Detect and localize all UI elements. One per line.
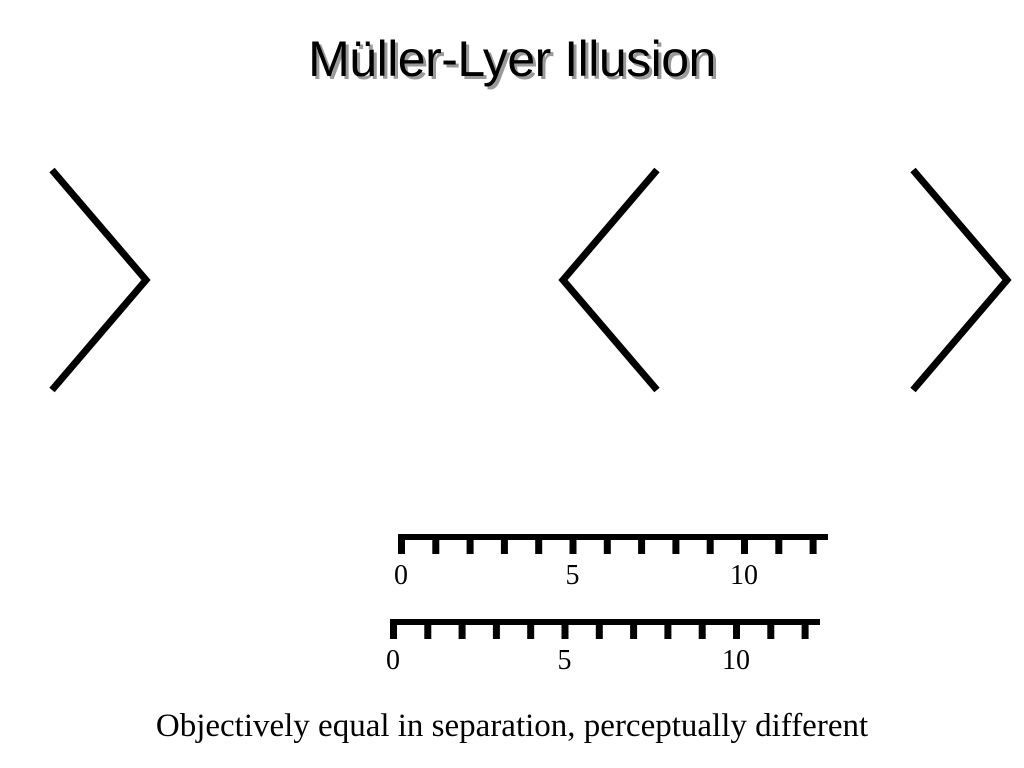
ruler-tick [595, 622, 603, 639]
ruler-tick [569, 537, 577, 554]
ruler-tick [809, 537, 817, 554]
ruler-tick [500, 537, 508, 554]
ruler-tick [801, 622, 809, 639]
chevron-middle [558, 167, 660, 393]
ruler-tick [398, 537, 405, 554]
ruler-tick [390, 622, 397, 639]
ruler-tick [492, 622, 500, 639]
ruler-tick [638, 537, 646, 554]
chevron-left-arrowhead [49, 167, 151, 393]
ruler-bottom: 0 5 10 [386, 619, 820, 676]
ruler-tick [698, 622, 706, 639]
ruler-tick [630, 622, 638, 639]
ruler-top: 0 5 10 [394, 534, 828, 591]
ruler-tick-label: 5 [566, 560, 580, 591]
chevron-right-arrowhead [910, 167, 1012, 393]
ruler-tick-label: 0 [386, 645, 400, 676]
chevron-group [49, 167, 1012, 393]
ruler-tick [527, 622, 535, 639]
caption: Objectively equal in separation, percept… [155, 708, 869, 744]
ruler-tick [672, 537, 680, 554]
ruler-tick [775, 537, 783, 554]
ruler-tick [424, 622, 432, 639]
ruler-group: 0 5 10 0 5 10 [386, 534, 828, 676]
ruler-tick [767, 622, 775, 639]
ruler-tick-label: 10 [730, 560, 758, 591]
ruler-tick [561, 622, 569, 639]
ruler-tick [458, 622, 466, 639]
ruler-tick [706, 537, 714, 554]
ruler-tick [664, 622, 672, 639]
ruler-tick-label: 5 [558, 645, 572, 676]
page-title: Müller-Lyer Illusion [308, 31, 716, 87]
ruler-tick-label: 0 [394, 560, 408, 591]
ruler-tick [603, 537, 611, 554]
ruler-tick [466, 537, 474, 554]
ruler-tick [733, 622, 740, 639]
ruler-tick [432, 537, 440, 554]
ruler-tick [535, 537, 543, 554]
ruler-tick [741, 537, 748, 554]
ruler-tick-label: 10 [722, 645, 750, 676]
